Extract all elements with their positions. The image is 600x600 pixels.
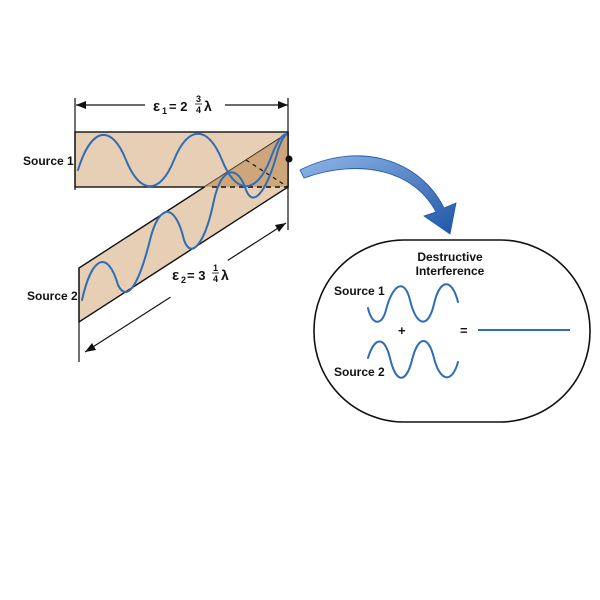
path2-frac-num: 1 [213,263,218,273]
inset-title-line2: Interference [416,264,485,278]
path2-label-bg [160,245,232,303]
path2-arrow-left [85,343,96,352]
inset-source2-wave [367,340,459,379]
meeting-point-dot [285,155,293,163]
path2-equals: = 3 [187,268,205,283]
curved-arrow-icon [299,155,457,235]
path1-subscript: 1 [162,106,167,116]
source1-label: Source 1 [23,154,74,168]
inset-frame [313,239,591,423]
path1-frac-den: 4 [196,105,201,115]
path1-label-bg [145,90,225,116]
source2-label: Source 2 [27,289,78,303]
path1-arrow-right [278,101,288,109]
path2-frac-den: 4 [213,274,218,284]
source1-wave [77,132,289,188]
dashed-line-diagonal [245,159,289,188]
inset-source1-wave [367,283,459,323]
source2-wave [81,132,289,301]
path2-symbol: ε [172,267,179,284]
inset-equals-sign: = [460,323,468,338]
path1-arrow-left [76,101,86,109]
path2-arrow-right [275,223,286,232]
path2-subscript: 2 [181,275,186,285]
inset-title-line1: Destructive [417,250,483,264]
inset-source2-label: Source 2 [334,365,385,379]
path1-equals: = 2 [169,99,187,114]
inset-plus-sign: + [398,323,406,338]
inset-source1-label: Source 1 [334,284,385,298]
path1-frac-num: 3 [196,94,201,104]
path1-unit: λ [204,98,212,114]
path2-unit: λ [221,267,229,283]
path1-symbol: ε [153,98,160,115]
